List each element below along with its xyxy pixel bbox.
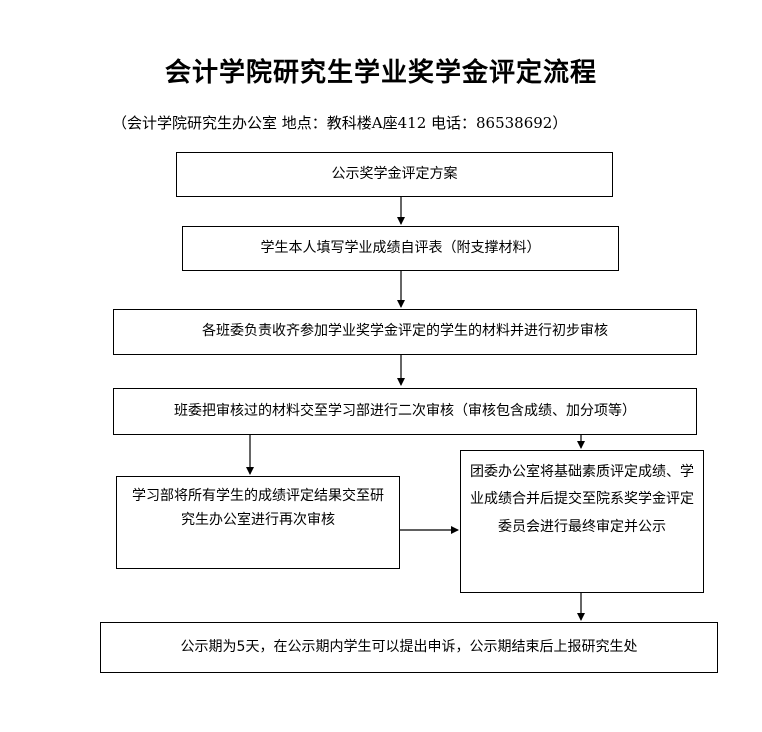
step-graduate-office-review: 学习部将所有学生的成绩评定结果交至研究生办公室进行再次审核 [116,476,400,569]
step-study-dept-review: 班委把审核过的材料交至学习部进行二次审核（审核包含成绩、加分项等） [113,388,697,435]
page-title: 会计学院研究生学业奖学金评定流程 [164,58,597,88]
step-class-committee-review: 各班委负责收齐参加学业奖学金评定的学生的材料并进行初步审核 [113,309,697,355]
step-publicity-appeal: 公示期为5天，在公示期内学生可以提出申诉，公示期结束后上报研究生处 [100,622,718,673]
step-publish-plan: 公示奖学金评定方案 [176,152,613,197]
contact-info: （会计学院研究生办公室 地点：教科楼A座412 电话：86538692） [112,114,568,132]
step-committee-final-review: 团委办公室将基础素质评定成绩、学业成绩合并后提交至院系奖学金评定委员会进行最终审… [460,450,704,593]
step-self-evaluation: 学生本人填写学业成绩自评表（附支撑材料） [182,226,619,271]
